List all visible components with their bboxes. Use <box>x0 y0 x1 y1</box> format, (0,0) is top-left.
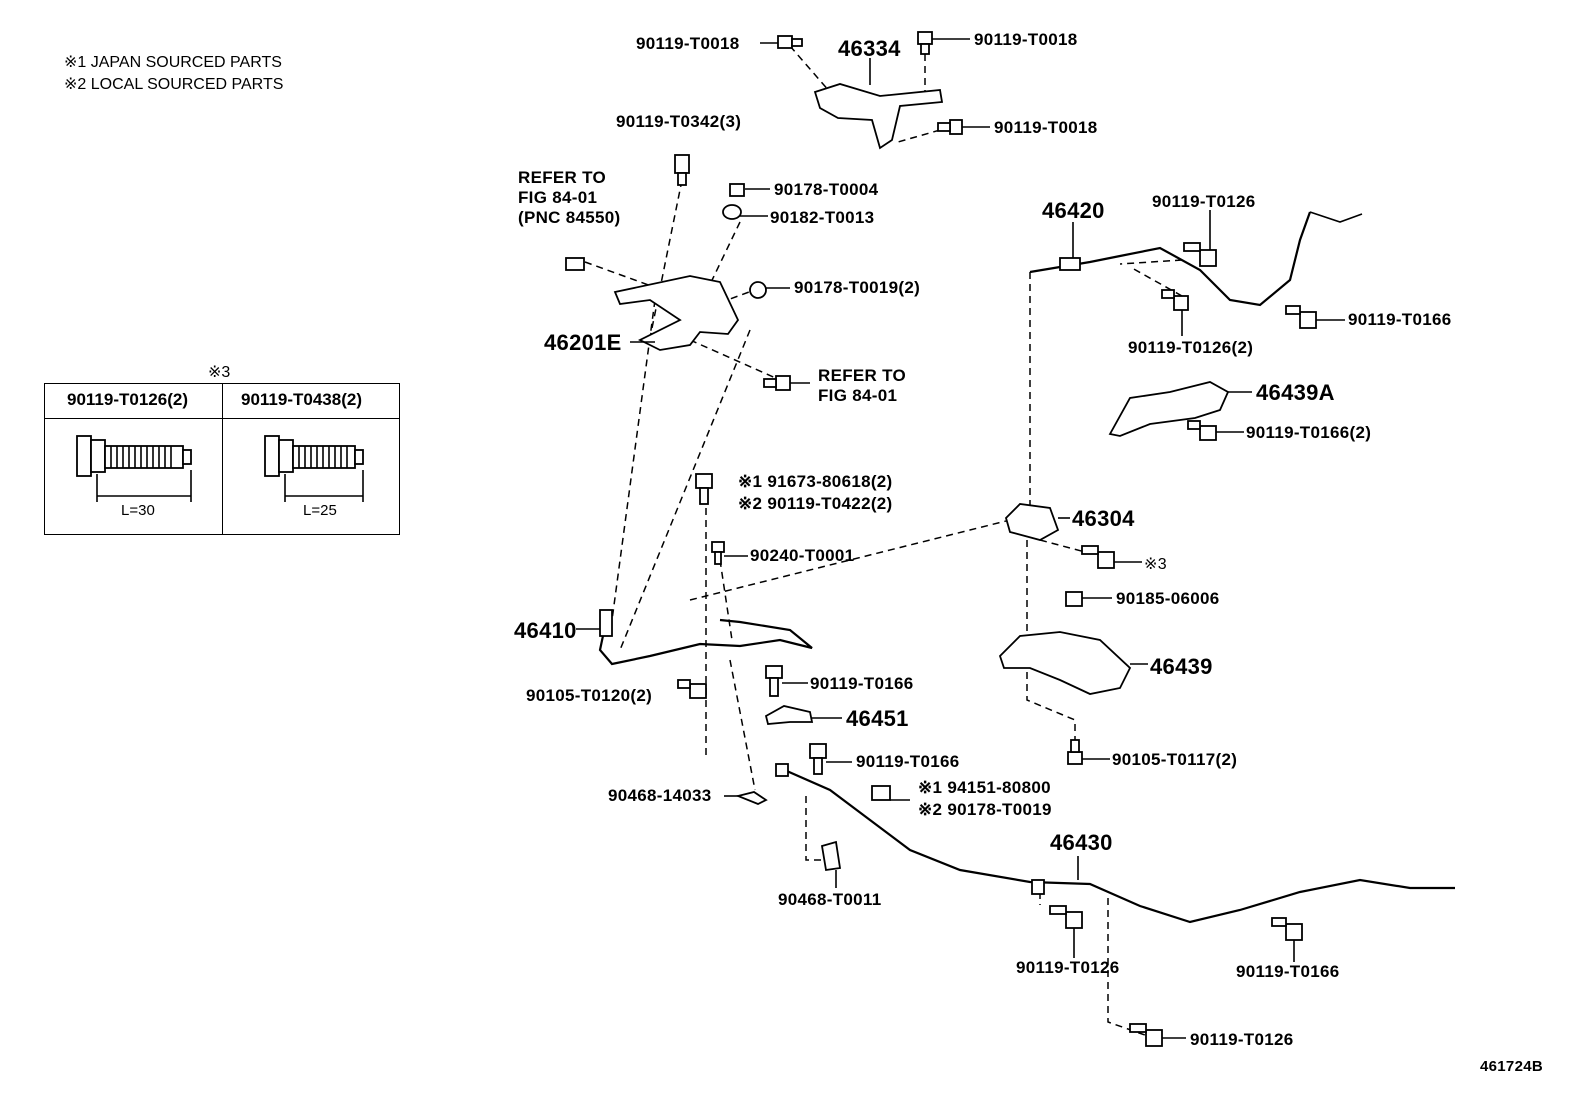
refer1-line2: FIG 84-01 <box>518 188 598 207</box>
label-46451: 46451 <box>846 706 909 731</box>
legend: ※1 JAPAN SOURCED PARTS ※2 LOCAL SOURCED … <box>64 52 283 96</box>
lever-46201e <box>613 275 740 351</box>
cable-46420 <box>1029 211 1312 307</box>
bolt-icon-46420-b <box>1161 289 1189 311</box>
legend-local-sourced: ※2 LOCAL SOURCED PARTS <box>64 76 284 93</box>
nut-icon-t0019 <box>749 281 767 299</box>
bolt-icon-90105-t0120 <box>677 679 707 699</box>
label-46439: 46439 <box>1150 654 1213 679</box>
label-90119-t0126-bottom: 90119-T0126 <box>1190 1030 1294 1049</box>
bolt-25-icon <box>264 435 364 502</box>
bolt-table-col2-header: 90119-T0438(2) <box>241 390 362 409</box>
bolt-table-mark: ※3 <box>208 364 231 381</box>
clip-46451 <box>764 705 814 725</box>
label-90105-t0117: 90105-T0117(2) <box>1112 750 1238 769</box>
legend-japan-sourced: ※1 JAPAN SOURCED PARTS <box>64 54 282 71</box>
bolt-table-divider <box>222 384 223 534</box>
label-90119-t0126-2: 90119-T0126(2) <box>1128 338 1254 357</box>
label-ref-mark3: ※3 <box>1144 556 1167 573</box>
label-90178-t0004: 90178-T0004 <box>774 180 879 199</box>
label-46439a: 46439A <box>1256 380 1335 405</box>
label-refer-fig-84-01-pnc: REFER TO FIG 84-01 (PNC 84550) <box>518 168 621 228</box>
label-90240-t0001: 90240-T0001 <box>750 546 855 565</box>
bolt-length-table: 90119-T0126(2) 90119-T0438(2) L=30 L=25 <box>44 383 400 535</box>
bolt-icon-91673 <box>695 473 713 505</box>
label-90119-t0018-top-right: 90119-T0018 <box>974 30 1078 49</box>
bolt-icon-t0126-bottom <box>1129 1023 1163 1047</box>
label-46410: 46410 <box>514 618 577 643</box>
bolt-icon-46451-above <box>765 665 783 697</box>
bolt-drawings <box>76 435 364 502</box>
bolt-icon-t0342 <box>674 154 690 174</box>
label-90178-t0019-2: 90178-T0019(2) <box>794 278 921 297</box>
nut-icon-90185 <box>1065 591 1083 607</box>
bolt-icon-top-left <box>777 35 803 49</box>
label-90119-t0166-upper: 90119-T0166 <box>1348 310 1452 329</box>
bolt-icon-46439a <box>1187 420 1217 441</box>
bolt-icon-46420-c <box>1285 305 1317 329</box>
nut-icon-94151 <box>871 785 891 801</box>
label-90468-14033: 90468-14033 <box>608 786 712 805</box>
clip-icon-refer <box>565 257 585 271</box>
refer1-line1: REFER TO <box>518 168 607 187</box>
refer2-line2: FIG 84-01 <box>818 386 898 405</box>
bracket-46334 <box>813 83 944 150</box>
label-90119-t0018-top-left: 90119-T0018 <box>636 34 740 53</box>
insulator-46439a <box>1108 381 1230 437</box>
label-46201e: 46201E <box>544 330 622 355</box>
bolt-icon-t0166-upper <box>809 743 827 775</box>
bolt-icon-top-right <box>917 31 933 55</box>
label-94151-80800: ※1 94151-80800 <box>918 778 1051 797</box>
bolt-length-30: L=30 <box>121 502 155 519</box>
cable-46430 <box>779 766 1455 924</box>
figure-number: 461724B <box>1480 1058 1543 1075</box>
bolt-table-col1-header: 90119-T0126(2) <box>67 390 188 409</box>
bolt-30-icon <box>76 435 192 502</box>
refer2-line1: REFER TO <box>818 366 907 385</box>
label-90185-06006: 90185-06006 <box>1116 589 1220 608</box>
bolt-length-25: L=25 <box>303 502 337 519</box>
label-90468-t0011: 90468-T0011 <box>778 890 882 909</box>
bolt-icon-refer2 <box>763 375 791 391</box>
bolt-icon-46304 <box>1081 545 1115 569</box>
washer-icon-t0013 <box>722 204 742 220</box>
bracket-46304 <box>1004 503 1060 541</box>
refer1-line3: (PNC 84550) <box>518 208 621 227</box>
label-46420: 46420 <box>1042 198 1105 223</box>
cable-46410 <box>598 611 813 666</box>
bolt-icon-t0126-lower <box>1049 905 1083 929</box>
label-91673-80618: ※1 91673-80618(2) <box>738 472 893 491</box>
label-90119-t0166-mid: 90119-T0166 <box>810 674 914 693</box>
clip-90468-t0011 <box>820 840 842 872</box>
label-46430: 46430 <box>1050 830 1113 855</box>
label-90182-t0013: 90182-T0013 <box>770 208 875 227</box>
cover-46439 <box>998 631 1132 695</box>
pin-icon-90240 <box>711 541 725 565</box>
bolt-icon-t0166-lower <box>1271 917 1303 941</box>
bolt-icon-top-mid <box>937 119 963 135</box>
cable-end-46430 <box>775 763 789 777</box>
label-90105-t0120: 90105-T0120(2) <box>526 686 653 705</box>
label-90119-t0166-2: 90119-T0166(2) <box>1246 423 1372 442</box>
label-refer-fig-84-01: REFER TO FIG 84-01 <box>818 366 906 406</box>
clip-90468-14033 <box>735 791 768 805</box>
bolt-icon-90105-t0117 <box>1067 739 1083 765</box>
label-90178-t0019: ※2 90178-T0019 <box>918 800 1052 819</box>
label-90119-t0342: 90119-T0342(3) <box>616 112 742 131</box>
label-46304: 46304 <box>1072 506 1135 531</box>
label-90119-t0166-low: 90119-T0166 <box>856 752 960 771</box>
label-90119-t0422: ※2 90119-T0422(2) <box>738 494 893 513</box>
label-90119-t0166-lower: 90119-T0166 <box>1236 962 1340 981</box>
label-90119-t0126-upper: 90119-T0126 <box>1152 192 1256 211</box>
dashed-leaders <box>584 45 1183 1036</box>
bolt-icon-46420-a <box>1183 242 1217 267</box>
label-90119-t0126-lower: 90119-T0126 <box>1016 958 1120 977</box>
label-90119-t0018-mid: 90119-T0018 <box>994 118 1098 137</box>
solid-leaders <box>576 38 1345 1039</box>
nut-icon-t0004 <box>729 183 745 197</box>
label-46334: 46334 <box>838 36 901 61</box>
